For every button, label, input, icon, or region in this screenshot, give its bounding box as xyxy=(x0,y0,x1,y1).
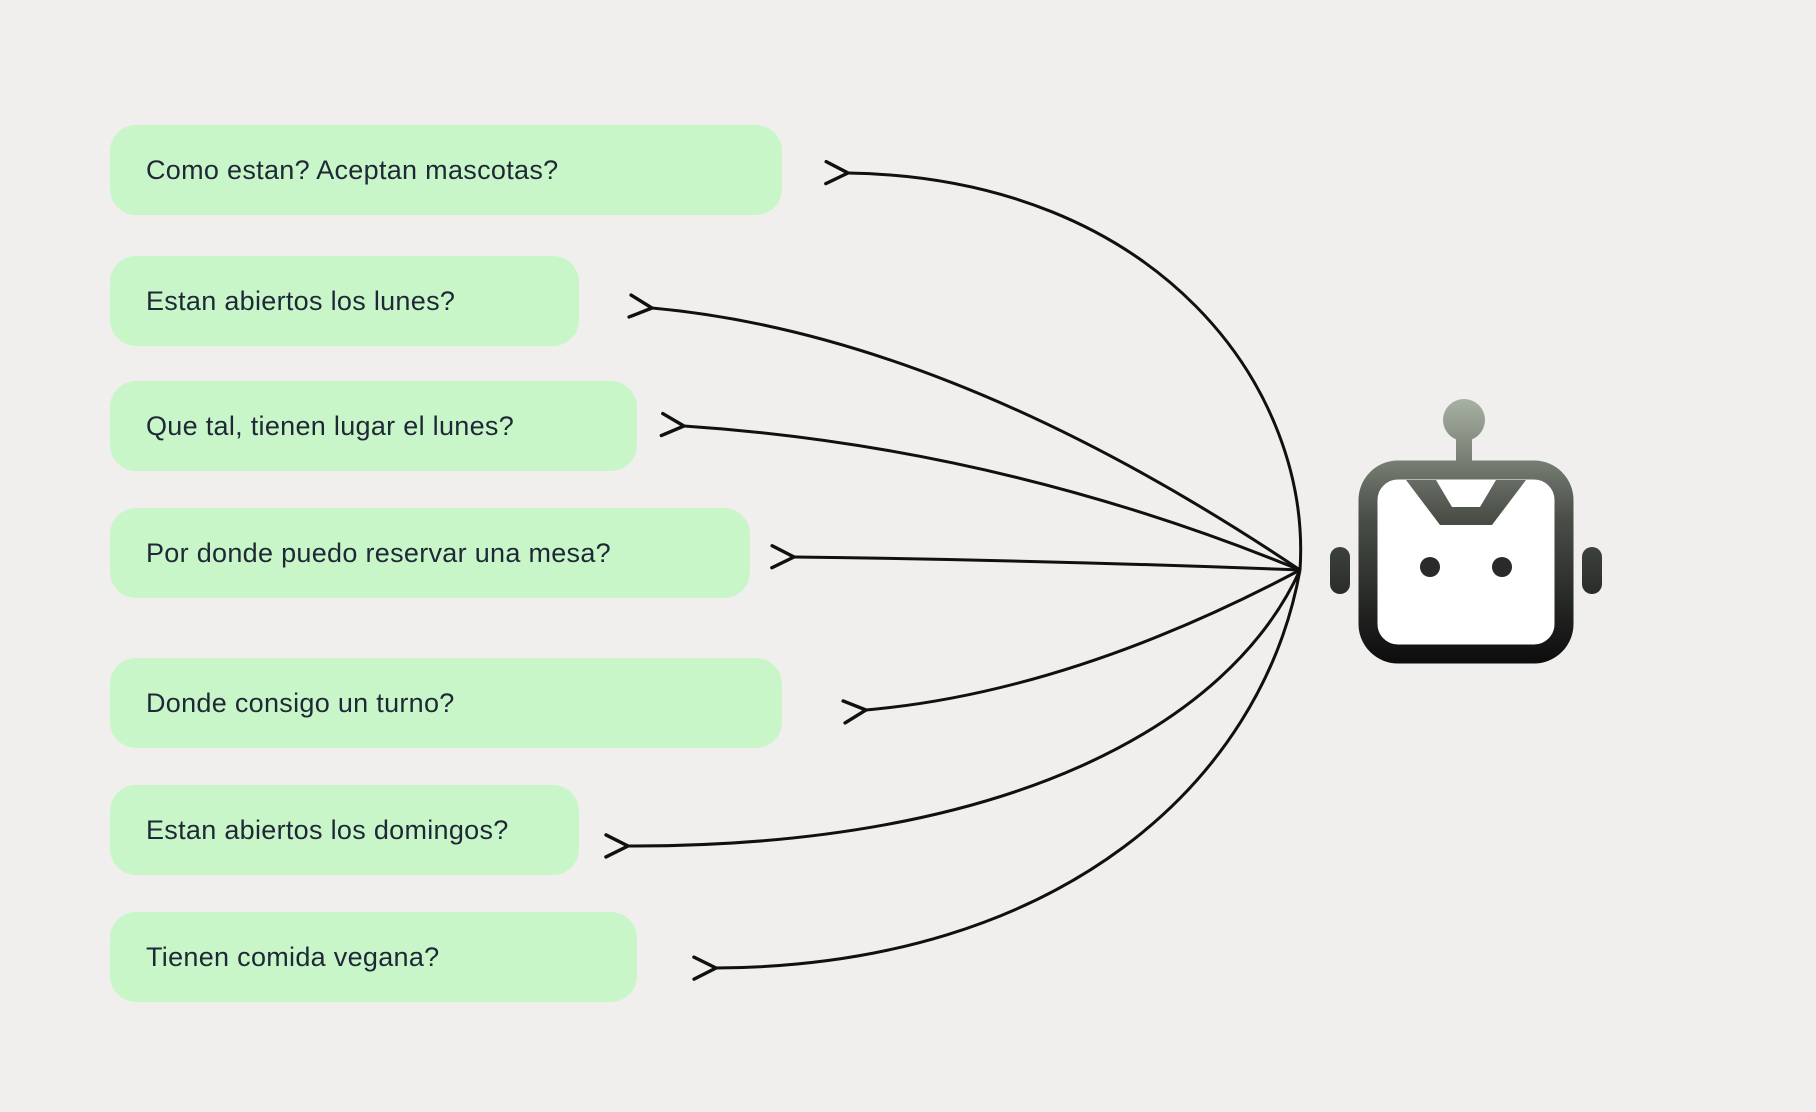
message-bubble-text: Que tal, tienen lugar el lunes? xyxy=(146,410,515,441)
arrow-connector xyxy=(604,569,1302,859)
message-bubble-text: Estan abiertos los domingos? xyxy=(146,814,509,845)
message-bubble: Que tal, tienen lugar el lunes? xyxy=(110,381,637,471)
robot-antenna-ball xyxy=(1443,399,1485,441)
arrow-connector xyxy=(770,544,1301,572)
message-bubble-text: Donde consigo un turno? xyxy=(146,687,455,718)
message-bubble: Donde consigo un turno? xyxy=(110,658,782,748)
robot-right-ear xyxy=(1582,547,1602,594)
message-bubble: Tienen comida vegana? xyxy=(110,912,637,1002)
arrow-connector xyxy=(841,568,1301,725)
arrow-connector xyxy=(659,411,1301,572)
arrow-connector xyxy=(627,293,1301,572)
message-bubble: Como estan? Aceptan mascotas? xyxy=(110,125,782,215)
message-bubble-text: Por donde puedo reservar una mesa? xyxy=(146,537,611,568)
robot-icon xyxy=(1330,399,1602,664)
arrow-connector xyxy=(692,569,1302,981)
arrow-connector xyxy=(824,159,1303,571)
message-bubble: Estan abiertos los domingos? xyxy=(110,785,579,875)
arrow-fan xyxy=(604,159,1303,981)
message-bubble-text: Como estan? Aceptan mascotas? xyxy=(146,154,559,185)
message-bubble: Por donde puedo reservar una mesa? xyxy=(110,508,750,598)
message-bubble-text: Estan abiertos los lunes? xyxy=(146,285,456,316)
robot-left-ear xyxy=(1330,547,1350,594)
robot-visor-notch xyxy=(1436,480,1496,507)
message-bubble-text: Tienen comida vegana? xyxy=(146,941,440,972)
robot-right-eye xyxy=(1492,557,1512,577)
message-bubble: Estan abiertos los lunes? xyxy=(110,256,579,346)
robot-left-eye xyxy=(1420,557,1440,577)
robot-head xyxy=(1358,460,1574,664)
